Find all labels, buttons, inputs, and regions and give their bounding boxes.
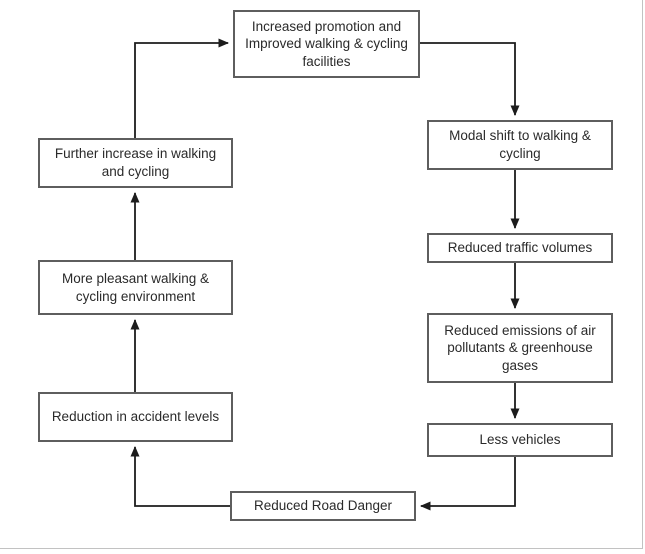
node-pleasant-env-label: More pleasant walking & cycling environm… <box>61 270 210 304</box>
node-increased-promotion-label: Increased promotion and Improved walking… <box>245 18 408 69</box>
node-less-vehicles: Less vehicles <box>427 423 613 457</box>
node-further-increase: Further increase in walking and cycling <box>38 138 233 188</box>
node-less-vehicles-label: Less vehicles <box>479 432 561 448</box>
node-reduced-traffic: Reduced traffic volumes <box>427 233 613 263</box>
arrow-road-danger-to-accidents <box>130 446 230 507</box>
node-road-danger-label: Reduced Road Danger <box>253 498 393 514</box>
outer-frame-right-border <box>642 0 643 549</box>
node-reduced-emissions: Reduced emissions of air pollutants & gr… <box>427 313 613 383</box>
outer-frame-bottom-border <box>0 548 643 549</box>
node-modal-shift-label: Modal shift to walking & cycling <box>449 128 591 161</box>
node-further-increase-label: Further increase in walking and cycling <box>54 146 217 179</box>
node-accident-levels-label: Reduction in accident levels <box>51 409 220 425</box>
node-reduced-traffic-label: Reduced traffic volumes <box>447 240 593 256</box>
node-reduced-emissions-label: Reduced emissions of air pollutants & gr… <box>444 322 596 373</box>
node-pleasant-env: More pleasant walking & cycling environm… <box>38 260 233 315</box>
node-accident-levels: Reduction in accident levels <box>38 392 233 442</box>
node-increased-promotion: Increased promotion and Improved walking… <box>233 10 420 78</box>
arrow-less-vehicles-to-road-danger <box>420 457 516 511</box>
node-road-danger: Reduced Road Danger <box>230 491 416 521</box>
node-modal-shift: Modal shift to walking & cycling <box>427 120 613 170</box>
arrow-further-to-promotion <box>134 38 229 140</box>
arrow-promotion-to-modal-shift <box>420 42 520 116</box>
